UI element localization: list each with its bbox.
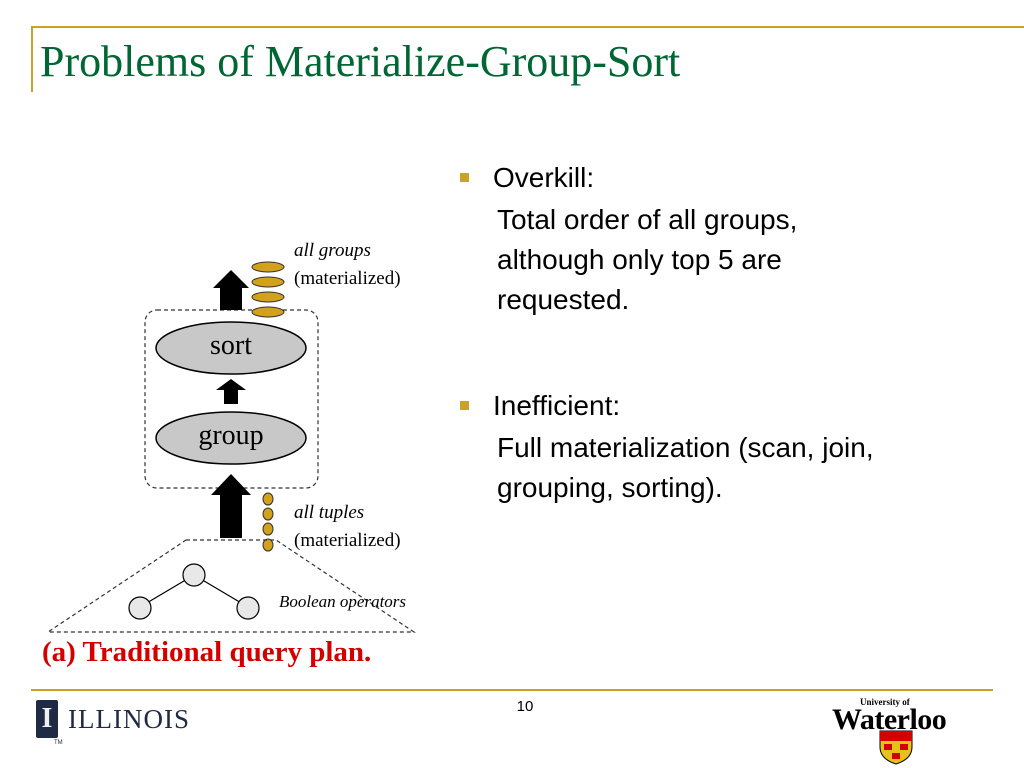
bullet-line: Full materialization (scan, join, xyxy=(497,432,874,463)
up-arrow-icon xyxy=(216,379,246,404)
bullet-line: although only top 5 are xyxy=(497,244,782,275)
all-tuples-note: (materialized) xyxy=(294,530,401,551)
sort-node xyxy=(155,321,307,375)
bullet-body: Full materialization (scan, join, groupi… xyxy=(497,428,1000,508)
up-arrow-icon xyxy=(211,474,251,538)
group-node xyxy=(155,411,307,465)
boolean-operators-label: Boolean operators xyxy=(279,592,407,611)
title-accent-rule xyxy=(31,26,33,92)
all-groups-label: all groups xyxy=(294,240,371,261)
up-arrow-icon xyxy=(213,270,249,310)
all-groups-note: (materialized) xyxy=(294,268,401,289)
bullet-line: Total order of all groups, xyxy=(497,204,798,235)
tree-node xyxy=(182,563,206,587)
sort-node-label: sort xyxy=(210,330,252,361)
group-node-label: group xyxy=(198,420,264,451)
bullet-inefficient: Inefficient: Full materialization (scan,… xyxy=(460,388,1000,508)
illinois-block-i-mark: I xyxy=(41,703,53,734)
bullet-line: grouping, sorting). xyxy=(497,472,723,503)
waterloo-crest-icon xyxy=(879,730,913,765)
footer-rule xyxy=(31,689,993,691)
boolean-operator-region xyxy=(46,539,416,633)
group-token xyxy=(251,276,285,288)
bullet-body: Total order of all groups, although only… xyxy=(497,200,1000,320)
group-token xyxy=(251,291,285,303)
bullet-line: requested. xyxy=(497,284,630,315)
illinois-block-i-icon: I xyxy=(36,700,58,738)
illinois-logo-text: ILLINOIS xyxy=(68,704,190,734)
top-accent-rule xyxy=(31,26,1024,28)
tree-node xyxy=(236,596,260,620)
illinois-tm: TM xyxy=(54,740,63,746)
slide-title: Problems of Materialize-Group-Sort xyxy=(40,37,681,86)
slide-number: 10 xyxy=(516,698,534,715)
tuple-token xyxy=(262,507,274,521)
waterloo-university-of: University of xyxy=(860,697,910,707)
bullet-overkill: Overkill: Total order of all groups, alt… xyxy=(460,160,1000,320)
tuple-token xyxy=(262,522,274,536)
bullet-square-icon xyxy=(460,173,469,182)
group-token xyxy=(251,261,285,273)
all-tuples-label: all tuples xyxy=(294,502,365,523)
group-token xyxy=(251,306,285,318)
tree-node xyxy=(128,596,152,620)
bullet-square-icon xyxy=(460,401,469,410)
tuple-token xyxy=(262,492,274,506)
tuple-token xyxy=(262,538,274,552)
bullet-heading: Inefficient: xyxy=(493,390,621,421)
bullet-heading: Overkill: xyxy=(493,162,595,193)
diagram-caption: (a) Traditional query plan. xyxy=(42,636,372,668)
